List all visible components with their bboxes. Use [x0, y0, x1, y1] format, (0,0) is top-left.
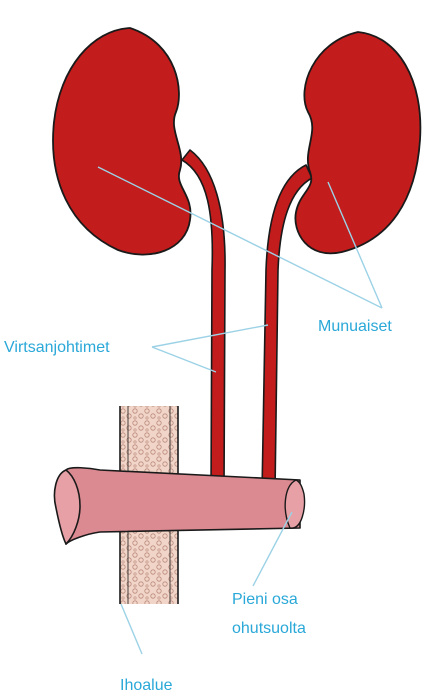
small-intestine-segment — [54, 468, 304, 544]
kidneys-label: Munuaiset — [318, 318, 392, 335]
left-kidney — [53, 28, 191, 255]
skin-label: Ihoalue — [120, 677, 173, 694]
small-intestine-label-line1: Pieni osa — [232, 591, 298, 608]
skin-leader-line — [121, 604, 142, 654]
ureter-leader-lines — [152, 325, 268, 372]
small-intestine-label-line2: ohutsuolta — [232, 620, 306, 637]
right-kidney — [295, 32, 420, 253]
ureters-label: Virtsanjohtimet — [4, 339, 110, 356]
